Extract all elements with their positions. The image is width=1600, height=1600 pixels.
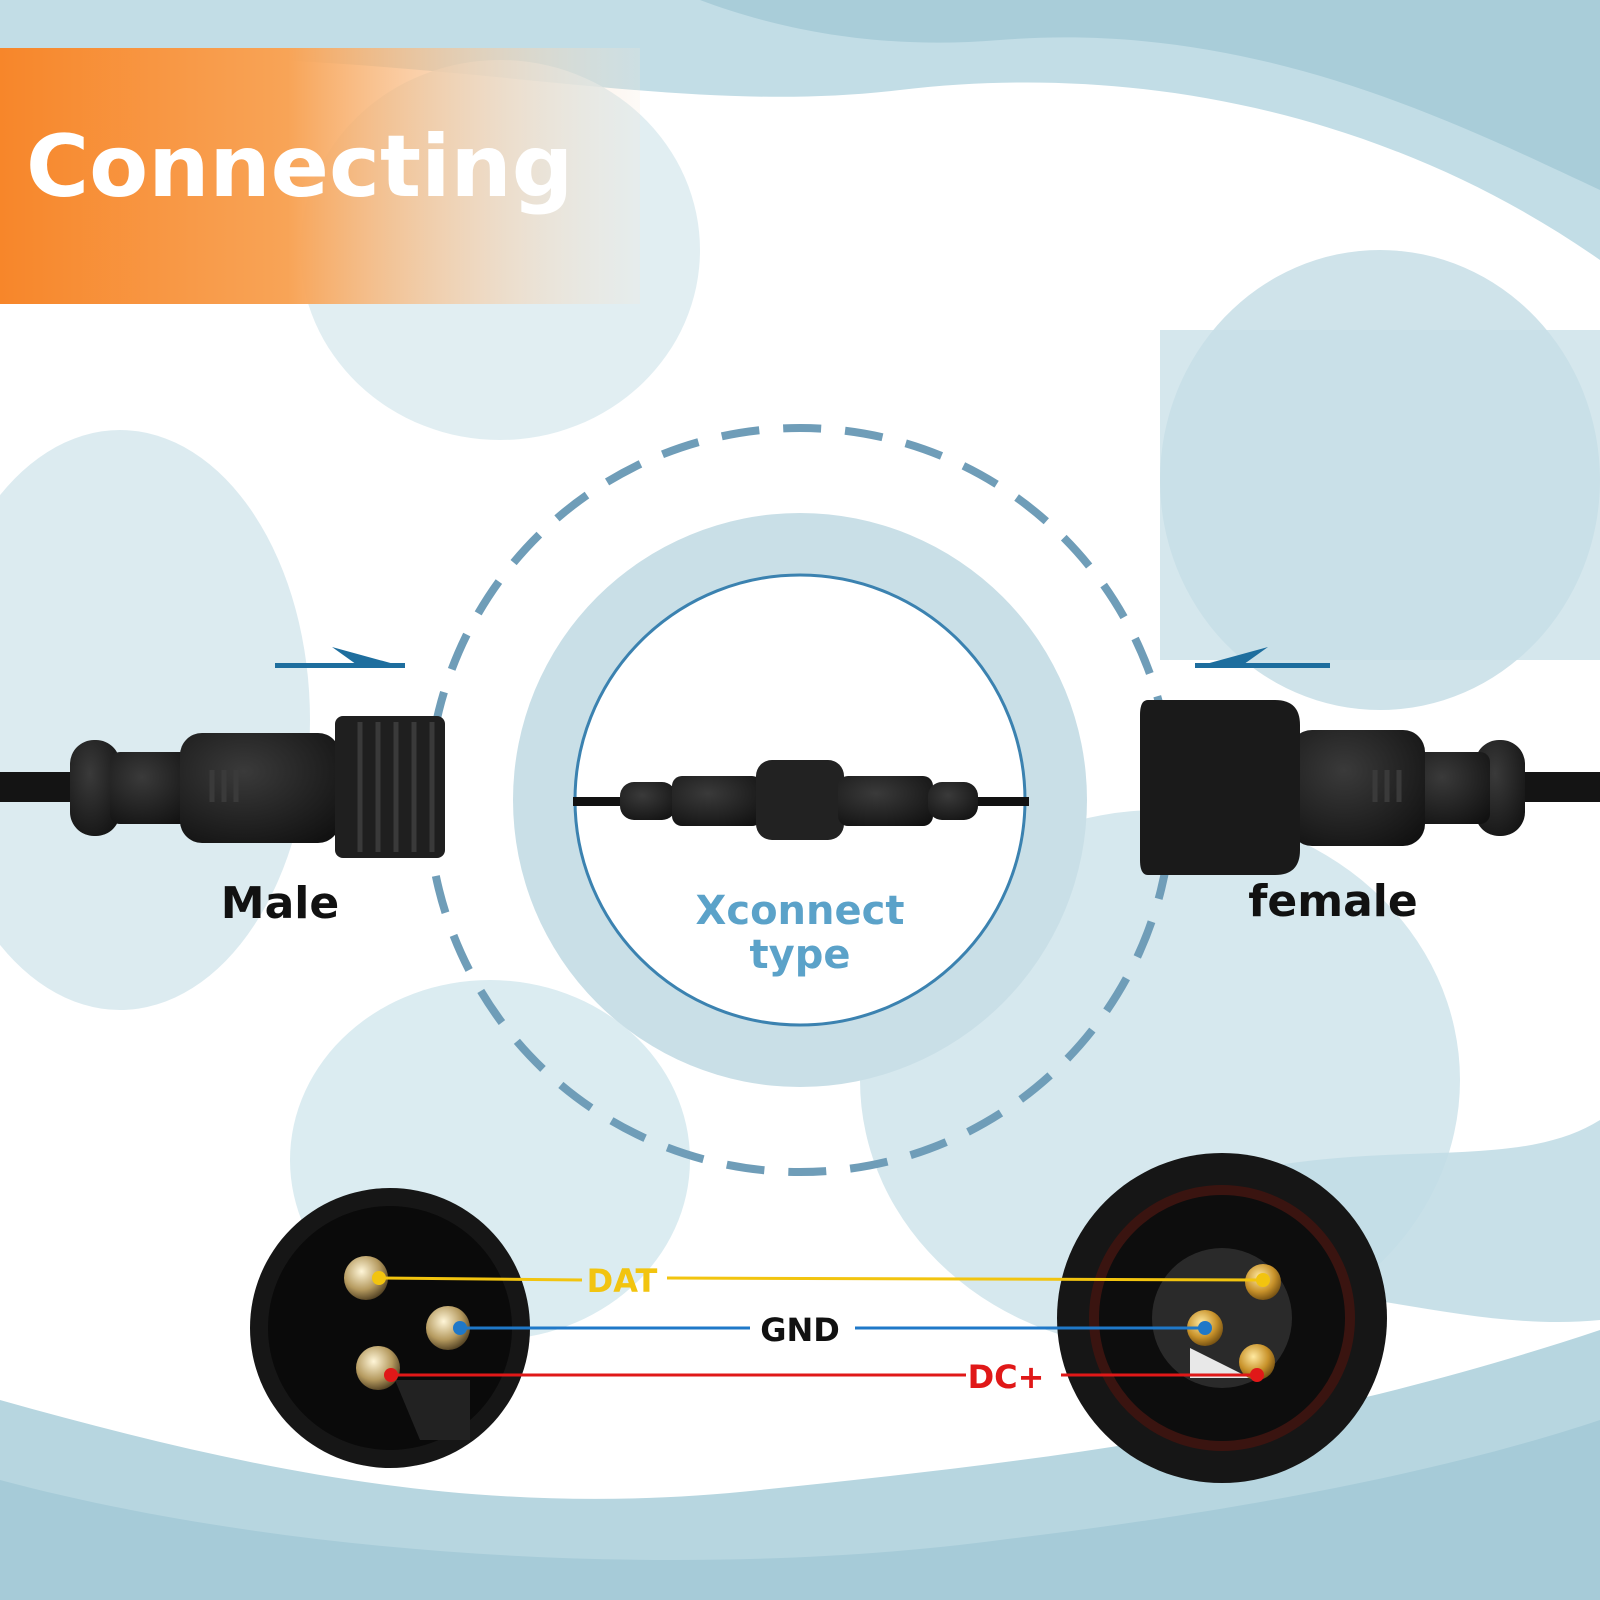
- male-pin-gnd: [426, 1306, 470, 1350]
- wire-dot-dat-female: [1256, 1273, 1270, 1287]
- page-title: Connecting: [26, 117, 573, 217]
- wire-line-dat: [378, 1276, 583, 1282]
- right-arrow-icon: [275, 647, 405, 668]
- wire-dot-gnd-female: [1198, 1321, 1212, 1335]
- xconnect-label-line2: type: [750, 932, 851, 978]
- male-pin-dc: [356, 1346, 400, 1390]
- male-label: Male: [221, 878, 339, 929]
- male-connector: [0, 716, 445, 858]
- inline-connector-icon: [573, 760, 1029, 840]
- wire-label-gnd: GND: [760, 1311, 840, 1349]
- wire-line-dat: [666, 1276, 1264, 1282]
- female-connector-face: [1057, 1153, 1387, 1483]
- male-connector-face: [250, 1188, 530, 1468]
- wire-label-dc: DC+: [968, 1358, 1045, 1396]
- wire-dot-dc-male: [384, 1368, 398, 1382]
- xconnect-badge: Xconnect type: [424, 424, 1176, 1176]
- female-connector: [1140, 700, 1600, 875]
- male-pin-dat: [344, 1256, 388, 1300]
- wire-dot-gnd-male: [453, 1321, 467, 1335]
- title-banner: [0, 48, 640, 304]
- female-socket-dc: [1239, 1344, 1275, 1380]
- pin-wire-map: DAT GND DC+: [372, 1262, 1270, 1396]
- xconnect-label-line1: Xconnect: [696, 888, 905, 934]
- wire-dot-dc-female: [1250, 1368, 1264, 1382]
- female-label: female: [1248, 876, 1417, 927]
- wire-label-dat: DAT: [587, 1262, 658, 1300]
- left-arrow-icon: [1195, 647, 1330, 668]
- wire-dot-dat-male: [372, 1271, 386, 1285]
